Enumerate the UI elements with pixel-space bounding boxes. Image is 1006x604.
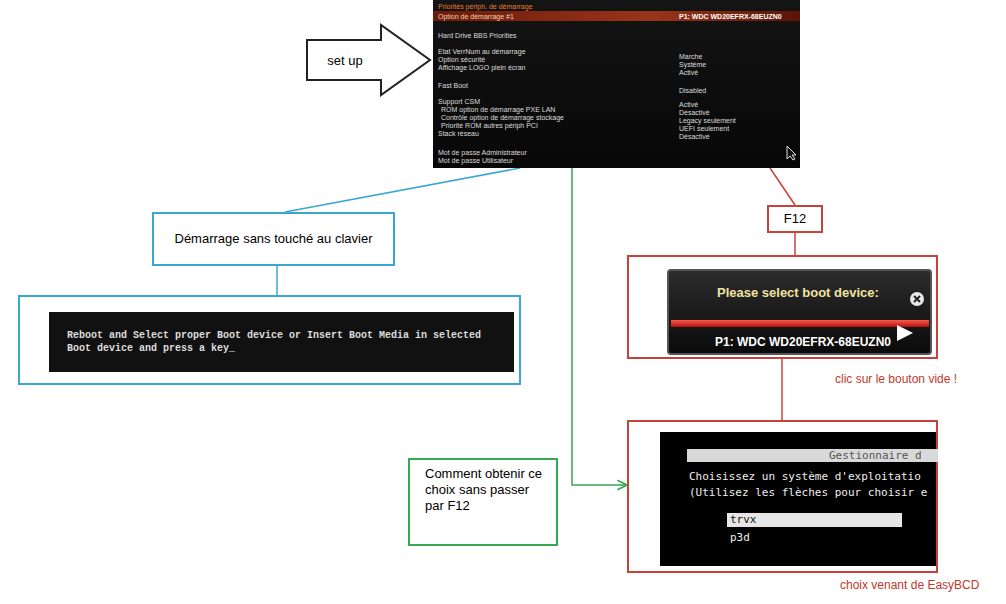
- screen-text: Reboot and Select proper Boot device or …: [67, 329, 507, 355]
- bios-screenshot: Priorités périph. de démarrageOption de …: [433, 0, 800, 168]
- annotation-note: choix venant de EasyBCD: [840, 578, 979, 592]
- screen-text: Activé: [679, 69, 698, 77]
- triangle-shape: [897, 325, 913, 341]
- screen-text: Hard Drive BBS Priorities: [438, 32, 517, 40]
- screen-text: P1: WDC WD20EFRX-68EUZN0: [679, 13, 782, 21]
- screen-text: Etat VerrNum au démarrage: [438, 48, 526, 56]
- connector-line: [285, 168, 520, 212]
- annotation-note: clic sur le bouton vide !: [835, 372, 957, 386]
- connector-line: [794, 233, 796, 255]
- screen-text: Désactivé: [679, 109, 710, 117]
- setup-arrow-shape: set up: [305, 22, 433, 98]
- connector-line: [276, 266, 278, 295]
- node-label: F12: [784, 211, 806, 227]
- close-circle: [910, 292, 924, 306]
- screen-text: Affichage LOGO plein écran: [438, 64, 525, 72]
- screen-text: Contrôle option de démarrage stockage: [441, 114, 564, 122]
- screen-text: Système: [679, 61, 706, 69]
- connector-line: [572, 168, 627, 485]
- close-icon: [909, 291, 925, 307]
- screen-text: Fast Boot: [438, 82, 468, 90]
- block-arrow: [305, 22, 433, 98]
- screen-text: Option sécurité: [438, 56, 485, 64]
- cursor-outline: [787, 146, 796, 160]
- screen-text: Gestionnaire d: [829, 449, 922, 462]
- screen-text: Activé: [679, 101, 698, 109]
- screen-text: UEFI seulement: [679, 125, 729, 133]
- screen-text: Priorités périph. de démarrage: [438, 3, 533, 11]
- screen-text: Disabled: [679, 87, 706, 95]
- connector-line: [781, 359, 783, 420]
- screen-panel: [49, 312, 514, 372]
- process-box: Démarrage sans touché au clavier: [152, 212, 395, 266]
- selection-bar: [671, 320, 929, 327]
- screen-text: Legacy seulement: [679, 117, 736, 125]
- screen-text: set up: [309, 39, 381, 81]
- connector-line: [770, 168, 795, 205]
- screenshot-frame: Gestionnaire d Choisissez un système d'ex…: [627, 420, 938, 573]
- pointer-triangle: [895, 323, 915, 343]
- screen-text: (Utilisez les flèches pour choisir e: [689, 486, 927, 499]
- screen-text: Choisissez un système d'exploitatio: [689, 470, 921, 483]
- screen-text: P1: WDC WD20EFRX-68EUZN0: [715, 335, 891, 349]
- screen-text: Stack réseau: [438, 130, 479, 138]
- close-cross: [914, 296, 920, 302]
- screen-text: trvx: [730, 513, 757, 526]
- screen-text: Mot de passe Administrateur: [438, 149, 527, 157]
- screenshot-frame: Please select boot device: P1: WDC WD20EF…: [627, 255, 938, 359]
- screen-text: ROM option de démarrage PXE LAN: [441, 106, 555, 114]
- node-label: Démarrage sans touché au clavier: [175, 231, 373, 247]
- screen-text: Please select boot device:: [717, 285, 879, 300]
- arrow-outline: [307, 25, 430, 95]
- question-box: Comment obtenir ce choix sans passer par…: [408, 458, 558, 546]
- screen-text: Mot de passe Utilisateur: [438, 157, 513, 165]
- screen-text: Désactivé: [679, 133, 710, 141]
- screen-text: p3d: [730, 531, 750, 544]
- screen-text: Option de démarrage #1: [438, 13, 514, 21]
- key-box: F12: [767, 205, 823, 233]
- screen-text: Marche: [679, 53, 702, 61]
- screen-text: Priorité ROM autres périph PCI: [441, 122, 538, 130]
- screen-text: Support CSM: [438, 98, 480, 106]
- mouse-cursor: [785, 145, 799, 161]
- screenshot-frame: Reboot and Select proper Boot device or …: [18, 295, 521, 385]
- node-label: Comment obtenir ce choix sans passer par…: [425, 466, 546, 514]
